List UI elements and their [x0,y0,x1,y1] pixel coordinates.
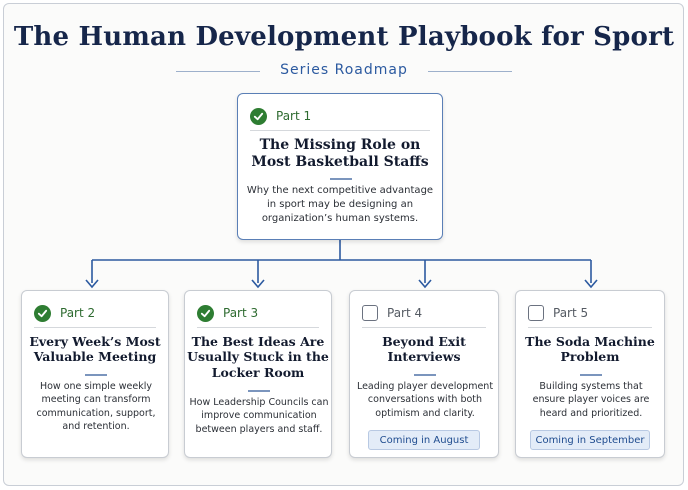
coming-soon-badge: Coming in September [530,430,650,450]
part-label: Part 3 [223,306,259,320]
card-description-line: How one simple weekly [39,381,153,392]
header-divider [34,327,156,328]
card-description-line: Building systems that [539,381,643,392]
part-label: Part 5 [553,306,589,320]
card-description-line: ensure player voices are [532,394,650,406]
card-header: Part 2 [34,303,95,323]
card-description-line: meeting can transform [41,394,151,406]
roadmap-card-part-2[interactable]: Part 2 Every Week’s Most Valuable Meetin… [21,290,169,458]
part-label: Part 1 [276,109,312,123]
part-label: Part 4 [387,306,423,320]
card-description: Building systems that ensure player voic… [520,380,662,420]
check-circle-icon [250,107,267,125]
card-description-line: heard and prioritized. [539,407,643,419]
page-title: The Human Development Playbook for Sport [13,22,675,52]
empty-checkbox-icon [362,305,378,321]
card-title: Beyond Exit Interviews [352,334,496,365]
card-description-line: optimism and clarity. [375,407,475,419]
card-title: Every Week’s Most Valuable Meeting [24,334,166,365]
card-title-line: Every Week’s Most [29,334,161,349]
title-accent-rule [580,374,602,376]
card-title-line: Usually Stuck in the [187,349,329,365]
roadmap-card-part-1[interactable]: Part 1 The Missing Role on Most Basketba… [237,93,443,240]
card-description-line: organization’s human systems. [261,213,419,224]
header-divider [362,327,486,328]
card-title-line: The Best Ideas Are [191,334,325,349]
card-title-line: Problem [560,349,620,365]
card-description: Why the next competitive advantage in sp… [244,184,436,226]
roadmap-card-part-5[interactable]: Part 5 The Soda Machine Problem Building… [515,290,665,458]
roadmap-card-part-3[interactable]: Part 3 The Best Ideas Are Usually Stuck … [184,290,332,458]
arrow-head-icon [584,279,598,289]
coming-soon-badge: Coming in August [368,430,480,450]
card-header: Part 3 [197,303,258,323]
card-description-line: communication, support, [36,407,156,419]
card-description: Leading player development conversations… [354,380,496,420]
part-label: Part 2 [60,306,96,320]
check-circle-icon [197,304,214,322]
empty-checkbox-icon [528,305,544,321]
card-description-line: in sport may be designing an [266,199,414,210]
card-header: Part 5 [528,303,588,323]
card-title: The Best Ideas Are Usually Stuck in the … [187,334,329,380]
card-header: Part 1 [250,106,311,126]
card-title-line: Most Basketball Staffs [251,154,429,171]
card-description-line: Why the next competitive advantage [246,185,434,196]
card-title: The Missing Role on Most Basketball Staf… [244,137,436,171]
header-divider [197,327,319,328]
card-title-line: Beyond Exit [382,334,466,349]
card-description-line: between players and staff. [195,423,323,435]
title-accent-rule [414,374,436,376]
card-description-line: improve communication [201,410,317,422]
card-description-line: conversations with both [367,394,483,406]
card-description-line: How Leadership Councils can [189,397,329,408]
card-title-line: The Soda Machine [525,334,655,349]
header-divider [250,130,430,131]
check-circle-icon [34,304,51,322]
subtitle-rule-left [176,71,260,72]
card-title-line: The Missing Role on [259,137,421,153]
card-title-line: Interviews [387,349,461,365]
arrow-head-icon [85,279,99,289]
card-header: Part 4 [362,303,422,323]
roadmap-card-part-4[interactable]: Part 4 Beyond Exit Interviews Leading pl… [349,290,499,458]
card-description: How one simple weekly meeting can transf… [26,380,166,433]
arrow-head-icon [251,279,265,289]
title-accent-rule [85,374,107,376]
card-description-line: and retention. [62,420,130,432]
arrow-head-icon [418,279,432,289]
subtitle-row: Series Roadmap [0,62,688,82]
card-title-line: Valuable Meeting [33,349,157,365]
subtitle: Series Roadmap [280,62,408,78]
card-title: The Soda Machine Problem [518,334,662,365]
subtitle-rule-right [428,71,512,72]
header-divider [528,327,652,328]
card-description-line: Leading player development [356,381,494,392]
card-title-line: Locker Room [211,364,305,380]
title-accent-rule [248,390,270,392]
title-accent-rule [330,178,352,180]
card-description: How Leadership Councils can improve comm… [189,396,329,436]
